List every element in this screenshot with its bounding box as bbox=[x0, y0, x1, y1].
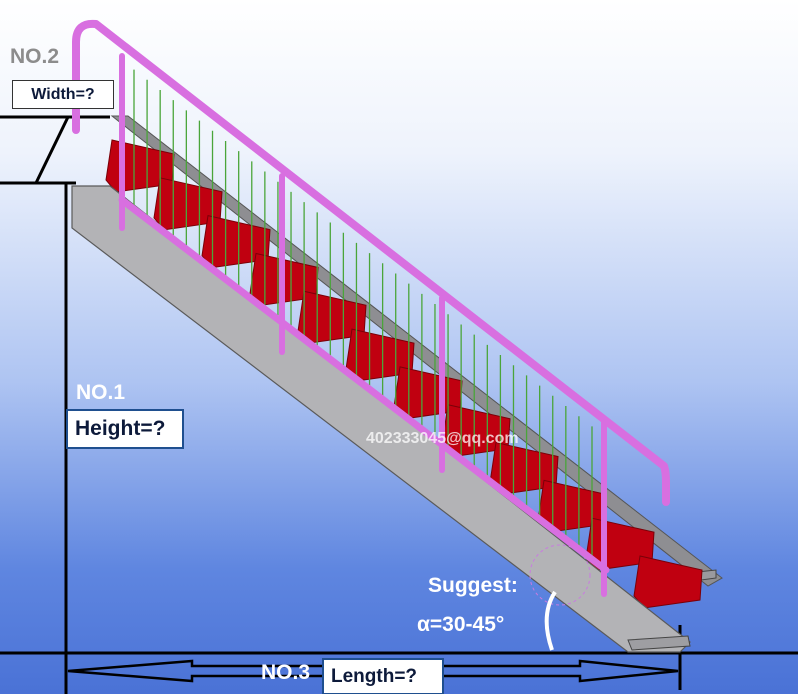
tread-9 bbox=[489, 441, 559, 496]
near-foot-plate bbox=[627, 635, 691, 651]
tread-2 bbox=[153, 177, 223, 231]
no3-label: NO.3 bbox=[261, 661, 311, 684]
top-handrail bbox=[72, 19, 670, 506]
angle-label: α=30-45° bbox=[417, 613, 505, 636]
suggest-label: Suggest: bbox=[428, 574, 518, 597]
width-box: Width=? bbox=[12, 80, 114, 109]
angle-marker bbox=[529, 544, 591, 651]
double-arrow-shape bbox=[67, 659, 679, 683]
width-diagonal-line bbox=[34, 116, 70, 184]
tread-10 bbox=[537, 479, 607, 533]
tread-group bbox=[105, 139, 703, 609]
length-box: Length=? bbox=[322, 658, 444, 694]
tread-5 bbox=[297, 290, 367, 344]
tread-3 bbox=[201, 215, 271, 269]
length-dimension-arrow bbox=[67, 659, 679, 683]
height-box: Height=? bbox=[66, 409, 184, 449]
tread-6 bbox=[345, 328, 415, 382]
baluster-group bbox=[133, 69, 593, 560]
angle-arc bbox=[544, 590, 557, 651]
mid-handrail bbox=[118, 196, 610, 574]
angle-guide-circle bbox=[529, 544, 591, 606]
near-stringer bbox=[71, 185, 691, 653]
watermark-text: 402333045@qq.com bbox=[366, 430, 519, 447]
no2-label: NO.2 bbox=[10, 45, 60, 68]
no1-label: NO.1 bbox=[76, 381, 126, 404]
handrail bbox=[72, 19, 670, 597]
tread-12 bbox=[633, 555, 703, 609]
far-stringer bbox=[110, 115, 723, 587]
